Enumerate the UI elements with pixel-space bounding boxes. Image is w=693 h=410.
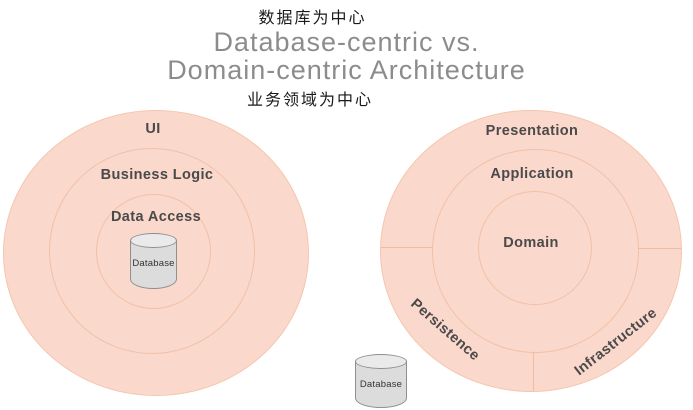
left-database-cylinder-icon: Database (130, 233, 177, 289)
caption-domain-centric-cn: 业务领域为中心 (246, 92, 373, 109)
right-middle-circle (432, 149, 639, 353)
main-title-line1: Database-centric vs. (213, 27, 480, 57)
left-inner-circle (96, 194, 211, 309)
right-inner-label-domain: Domain (503, 235, 559, 251)
left-inner-label-data-access: Data Access (110, 209, 202, 225)
right-segment-divider-left (381, 247, 433, 248)
right-segment-divider-bottom (533, 352, 534, 391)
right-database-cylinder-icon: Database (355, 354, 407, 408)
main-title-line2: Domain-centric Architecture (167, 55, 526, 85)
left-outer-label-ui: UI (145, 121, 161, 137)
right-inner-circle (478, 191, 592, 305)
cylinder-body (130, 240, 177, 289)
left-database-label: Database (132, 258, 175, 269)
left-middle-circle (49, 148, 255, 354)
cylinder-top (355, 354, 407, 369)
cylinder-top (130, 233, 177, 248)
caption-database-centric-cn: 数据库为中心 (258, 10, 367, 27)
cylinder-body (355, 361, 407, 408)
right-segment-divider-right (638, 248, 681, 249)
right-middle-label-application: Application (490, 166, 574, 182)
left-middle-label-business-logic: Business Logic (100, 167, 214, 183)
right-outer-label-presentation: Presentation (485, 123, 579, 139)
right-database-label: Database (359, 379, 403, 390)
